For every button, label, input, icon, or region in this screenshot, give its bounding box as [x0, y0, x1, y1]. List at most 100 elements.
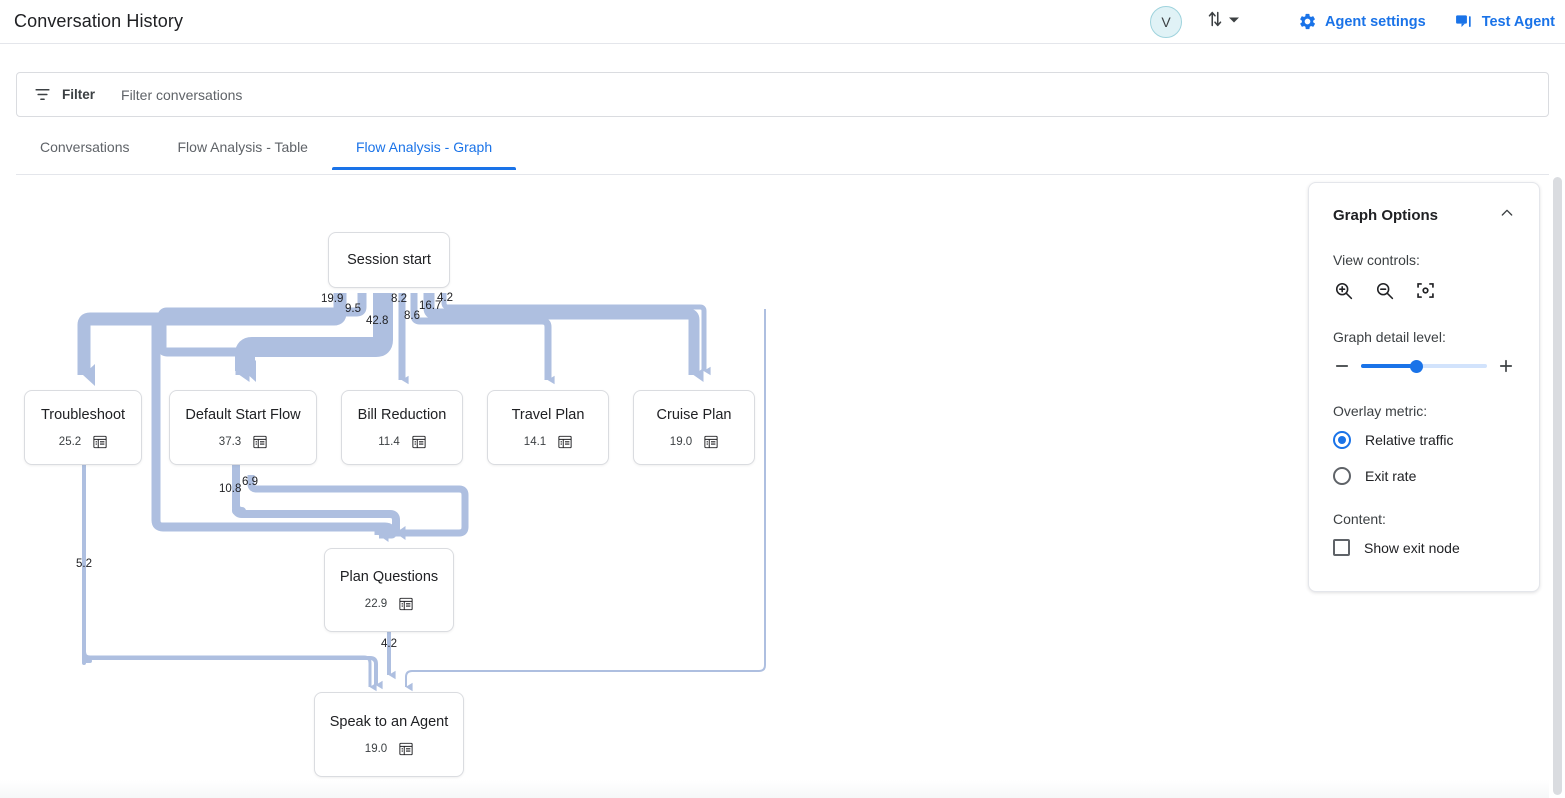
node-details-icon[interactable]: [558, 435, 572, 449]
flow-node-meta: 11.4: [378, 435, 426, 449]
chat-bubble-icon: [1454, 12, 1474, 32]
view-controls: [1333, 280, 1515, 301]
edge-label: 10.8: [219, 483, 242, 495]
flow-node-value: 14.1: [523, 435, 547, 448]
content-label: Content:: [1333, 511, 1386, 527]
checkbox-show-exit-node[interactable]: [1333, 539, 1350, 556]
minus-icon[interactable]: [1333, 357, 1351, 375]
filter-input[interactable]: Filter conversations: [121, 86, 243, 103]
flow-node-label: Default Start Flow: [185, 406, 301, 423]
edge-label: 4.2: [437, 292, 453, 304]
flow-node-meta: 25.2: [59, 435, 107, 449]
node-details-icon[interactable]: [704, 435, 718, 449]
avatar-initial: V: [1161, 13, 1171, 30]
show-exit-node-row[interactable]: Show exit node: [1333, 539, 1515, 556]
edge-label: 6.9: [242, 476, 258, 488]
flow-node-label: Travel Plan: [511, 406, 585, 423]
gear-icon: [1298, 12, 1317, 31]
overlay-metric-label: Overlay metric:: [1333, 403, 1428, 419]
graph-options-panel: Graph Options View controls:: [1308, 182, 1540, 592]
flow-node-label: Plan Questions: [339, 569, 439, 585]
flow-node-value: 37.3: [218, 435, 242, 448]
flow-graph-canvas[interactable]: Session start Troubleshoot 25.2 Default …: [0, 175, 1549, 798]
flow-node-troubleshoot[interactable]: Troubleshoot 25.2: [24, 390, 142, 465]
chevron-down-icon: [1228, 13, 1240, 31]
canvas-bottom-fade: [0, 780, 1549, 798]
tab-conversations[interactable]: Conversations: [40, 139, 130, 155]
agent-settings-label: Agent settings: [1324, 13, 1426, 30]
edge-label: 16.7: [419, 300, 442, 312]
slider-fill: [1361, 364, 1417, 368]
agent-settings-button[interactable]: Agent settings: [1298, 12, 1426, 31]
flow-node-travel-plan[interactable]: Travel Plan 14.1: [487, 390, 609, 465]
edge-label: 8.2: [391, 293, 407, 305]
edge-label: 4.2: [381, 638, 397, 650]
vertical-scrollbar[interactable]: [1550, 175, 1565, 798]
node-details-icon[interactable]: [412, 435, 426, 449]
filter-bar[interactable]: Filter Filter conversations: [16, 72, 1549, 117]
zoom-out-icon[interactable]: [1374, 280, 1395, 301]
test-agent-label: Test Agent: [1481, 13, 1555, 30]
flow-node-speak-to-an-agent[interactable]: Speak to an Agent 19.0: [314, 692, 464, 777]
node-details-icon[interactable]: [253, 435, 267, 449]
overlay-option-label: Relative traffic: [1365, 432, 1454, 448]
chevron-up-icon[interactable]: [1499, 205, 1515, 226]
overlay-option-relative-traffic[interactable]: Relative traffic: [1333, 431, 1515, 449]
tab-bar: Conversations Flow Analysis - Table Flow…: [16, 133, 1549, 175]
filter-label: Filter: [62, 87, 96, 102]
app-header: Conversation History V Agent setting: [0, 0, 1565, 44]
view-controls-label: View controls:: [1333, 252, 1420, 268]
scrollbar-thumb[interactable]: [1553, 177, 1562, 795]
flow-node-label: Speak to an Agent: [329, 713, 449, 730]
graph-detail-slider-row: [1333, 357, 1515, 375]
flow-node-label: Cruise Plan: [656, 406, 732, 423]
node-details-icon[interactable]: [399, 742, 413, 756]
avatar[interactable]: V: [1149, 5, 1182, 38]
sort-control[interactable]: [1204, 8, 1240, 35]
flow-edges: [77, 293, 766, 692]
plus-icon[interactable]: [1497, 357, 1515, 375]
tab-flow-analysis-graph[interactable]: Flow Analysis - Graph: [331, 133, 517, 170]
zoom-in-icon[interactable]: [1333, 280, 1354, 301]
flow-node-meta: 19.0: [670, 435, 718, 449]
flow-node-value: 11.4: [378, 435, 400, 448]
node-details-icon[interactable]: [399, 597, 413, 611]
edge-label: 5.2: [76, 558, 92, 570]
radio-exit-rate[interactable]: [1333, 467, 1351, 485]
flow-node-meta: 37.3: [219, 435, 267, 449]
overlay-option-label: Exit rate: [1365, 468, 1417, 484]
sort-arrows-icon: [1204, 8, 1226, 35]
edge-label: 9.5: [345, 303, 361, 315]
node-details-icon[interactable]: [93, 435, 107, 449]
flow-node-cruise-plan[interactable]: Cruise Plan 19.0: [633, 390, 755, 465]
flow-node-value: 19.0: [669, 435, 693, 448]
flow-node-meta: 19.0: [365, 742, 413, 756]
flow-node-label: Session start: [347, 252, 431, 268]
flow-node-plan-questions[interactable]: Plan Questions 22.9: [324, 548, 454, 632]
graph-detail-level-label: Graph detail level:: [1333, 329, 1446, 345]
flow-node-bill-reduction[interactable]: Bill Reduction 11.4: [341, 390, 463, 465]
overlay-option-exit-rate[interactable]: Exit rate: [1333, 467, 1515, 485]
header-actions: V Agent settings: [1149, 0, 1565, 44]
flow-node-value: 22.9: [364, 598, 388, 610]
page-title: Conversation History: [14, 11, 184, 31]
flow-node-meta: 14.1: [524, 435, 572, 449]
filter-icon: [33, 85, 52, 104]
fit-to-screen-icon[interactable]: [1415, 280, 1436, 301]
flow-node-label: Bill Reduction: [357, 406, 447, 423]
flow-node-value: 19.0: [364, 742, 388, 755]
flow-node-label: Troubleshoot: [40, 406, 126, 423]
flow-node-session-start[interactable]: Session start: [328, 232, 450, 288]
graph-options-header[interactable]: Graph Options: [1333, 205, 1515, 226]
tab-flow-analysis-table[interactable]: Flow Analysis - Table: [177, 139, 308, 155]
edge-label: 42.8: [366, 315, 389, 327]
flow-node-value: 25.2: [58, 435, 82, 448]
radio-relative-traffic[interactable]: [1333, 431, 1351, 449]
edge-label: 19.9: [321, 293, 344, 305]
flow-node-default-start-flow[interactable]: Default Start Flow 37.3: [169, 390, 317, 465]
graph-detail-slider[interactable]: [1361, 359, 1487, 373]
show-exit-node-label: Show exit node: [1364, 539, 1460, 556]
flow-node-meta: 22.9: [365, 597, 413, 611]
test-agent-button[interactable]: Test Agent: [1454, 12, 1555, 32]
slider-thumb[interactable]: [1410, 359, 1424, 373]
